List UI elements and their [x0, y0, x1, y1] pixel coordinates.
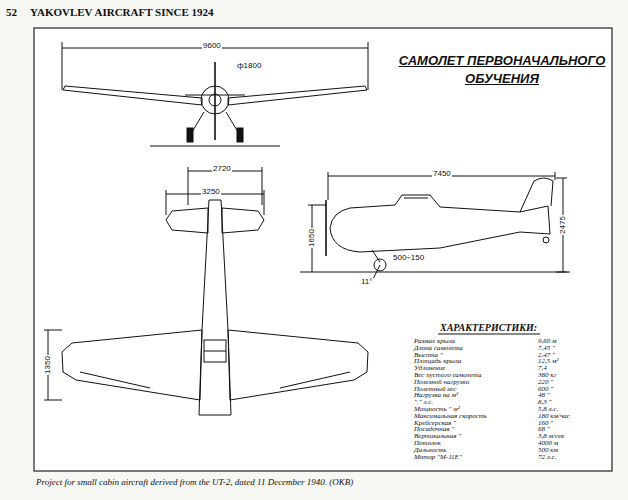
dimension: 7450	[432, 170, 452, 179]
dimension: 1350	[44, 355, 53, 375]
dimension: 1650	[308, 228, 317, 248]
dimension: 11°	[360, 278, 374, 287]
drawing-title: САМОЛЕТ ПЕРВОНАЧАЛЬНОГО ОБУЧЕНИЯ	[396, 52, 608, 87]
running-head: YAKOVLEV AIRCRAFT SINCE 1924	[30, 6, 213, 18]
table-cell: 72 л.с.	[538, 454, 556, 461]
table-cell: Мотор "М-11Е"	[414, 454, 462, 461]
page-number: 52	[6, 6, 17, 18]
table-heading: ХАРАКТЕРИСТИКИ:	[440, 322, 537, 333]
dimension: 2720	[212, 165, 232, 174]
dimension: 500÷150	[392, 254, 425, 263]
dimension: 2475	[559, 215, 568, 235]
dimension: 9600	[202, 42, 222, 51]
dimension: 3250	[201, 188, 221, 197]
dimension: ф1800	[236, 62, 262, 71]
figure-caption: Project for small cabin aircraft derived…	[36, 478, 606, 488]
